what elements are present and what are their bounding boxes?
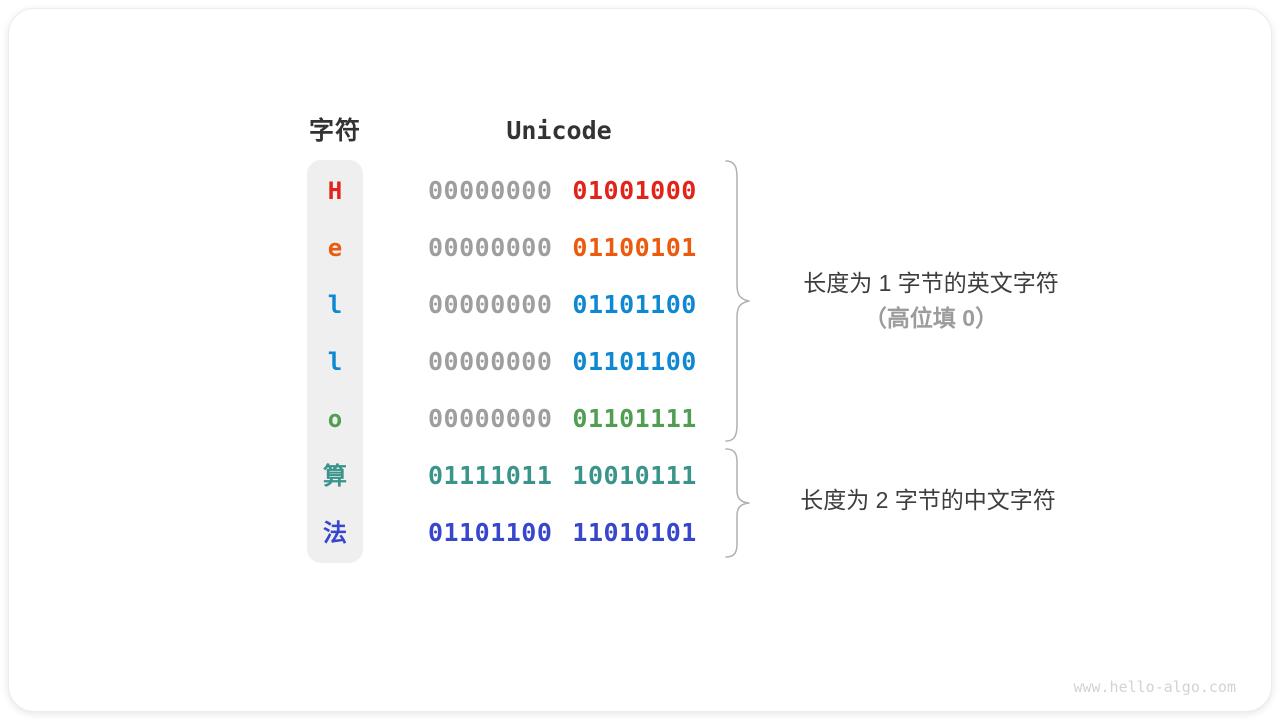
column-header-character: 字符 — [308, 117, 361, 145]
char-cell: 算 — [323, 462, 347, 490]
binary-byte-high: 00000000 — [428, 290, 553, 319]
diagram-card — [8, 8, 1272, 712]
binary-byte-low: 01100101 — [572, 233, 697, 262]
site-watermark: www.hello-algo.com — [1073, 678, 1236, 696]
binary-byte-low: 11010101 — [572, 518, 697, 547]
char-cell: l — [327, 291, 343, 319]
unicode-binary: 01111011 10010111 — [428, 460, 697, 492]
char-cell: l — [327, 348, 343, 376]
brace-two-byte-group — [725, 448, 750, 558]
binary-byte-high: 00000000 — [428, 176, 553, 205]
binary-byte-high: 00000000 — [428, 347, 553, 376]
binary-byte-high: 00000000 — [428, 404, 553, 433]
char-cell: 法 — [323, 519, 347, 547]
char-cell: H — [327, 177, 343, 205]
character-column-background — [307, 160, 363, 563]
binary-byte-low: 01001000 — [572, 176, 697, 205]
unicode-binary: 00000000 01100101 — [428, 232, 697, 264]
binary-byte-high: 01101100 — [428, 518, 553, 547]
unicode-binary: 00000000 01001000 — [428, 175, 697, 207]
unicode-binary: 01101100 11010101 — [428, 517, 697, 549]
char-cell: e — [327, 234, 343, 262]
unicode-binary: 00000000 01101111 — [428, 403, 697, 435]
annotation-one-byte-line2: （高位填 0） — [863, 305, 999, 331]
char-cell: o — [327, 405, 343, 433]
binary-byte-low: 01101100 — [572, 347, 697, 376]
binary-byte-low: 01101111 — [572, 404, 697, 433]
binary-byte-low: 10010111 — [572, 461, 697, 490]
unicode-binary: 00000000 01101100 — [428, 346, 697, 378]
binary-byte-low: 01101100 — [572, 290, 697, 319]
annotation-one-byte-line1: 长度为 1 字节的英文字符 — [803, 270, 1059, 296]
brace-one-byte-group — [725, 160, 750, 442]
column-header-unicode: Unicode — [506, 116, 612, 145]
unicode-binary: 00000000 01101100 — [428, 289, 697, 321]
binary-byte-high: 01111011 — [428, 461, 553, 490]
annotation-two-byte: 长度为 2 字节的中文字符 — [800, 487, 1056, 513]
binary-byte-high: 00000000 — [428, 233, 553, 262]
